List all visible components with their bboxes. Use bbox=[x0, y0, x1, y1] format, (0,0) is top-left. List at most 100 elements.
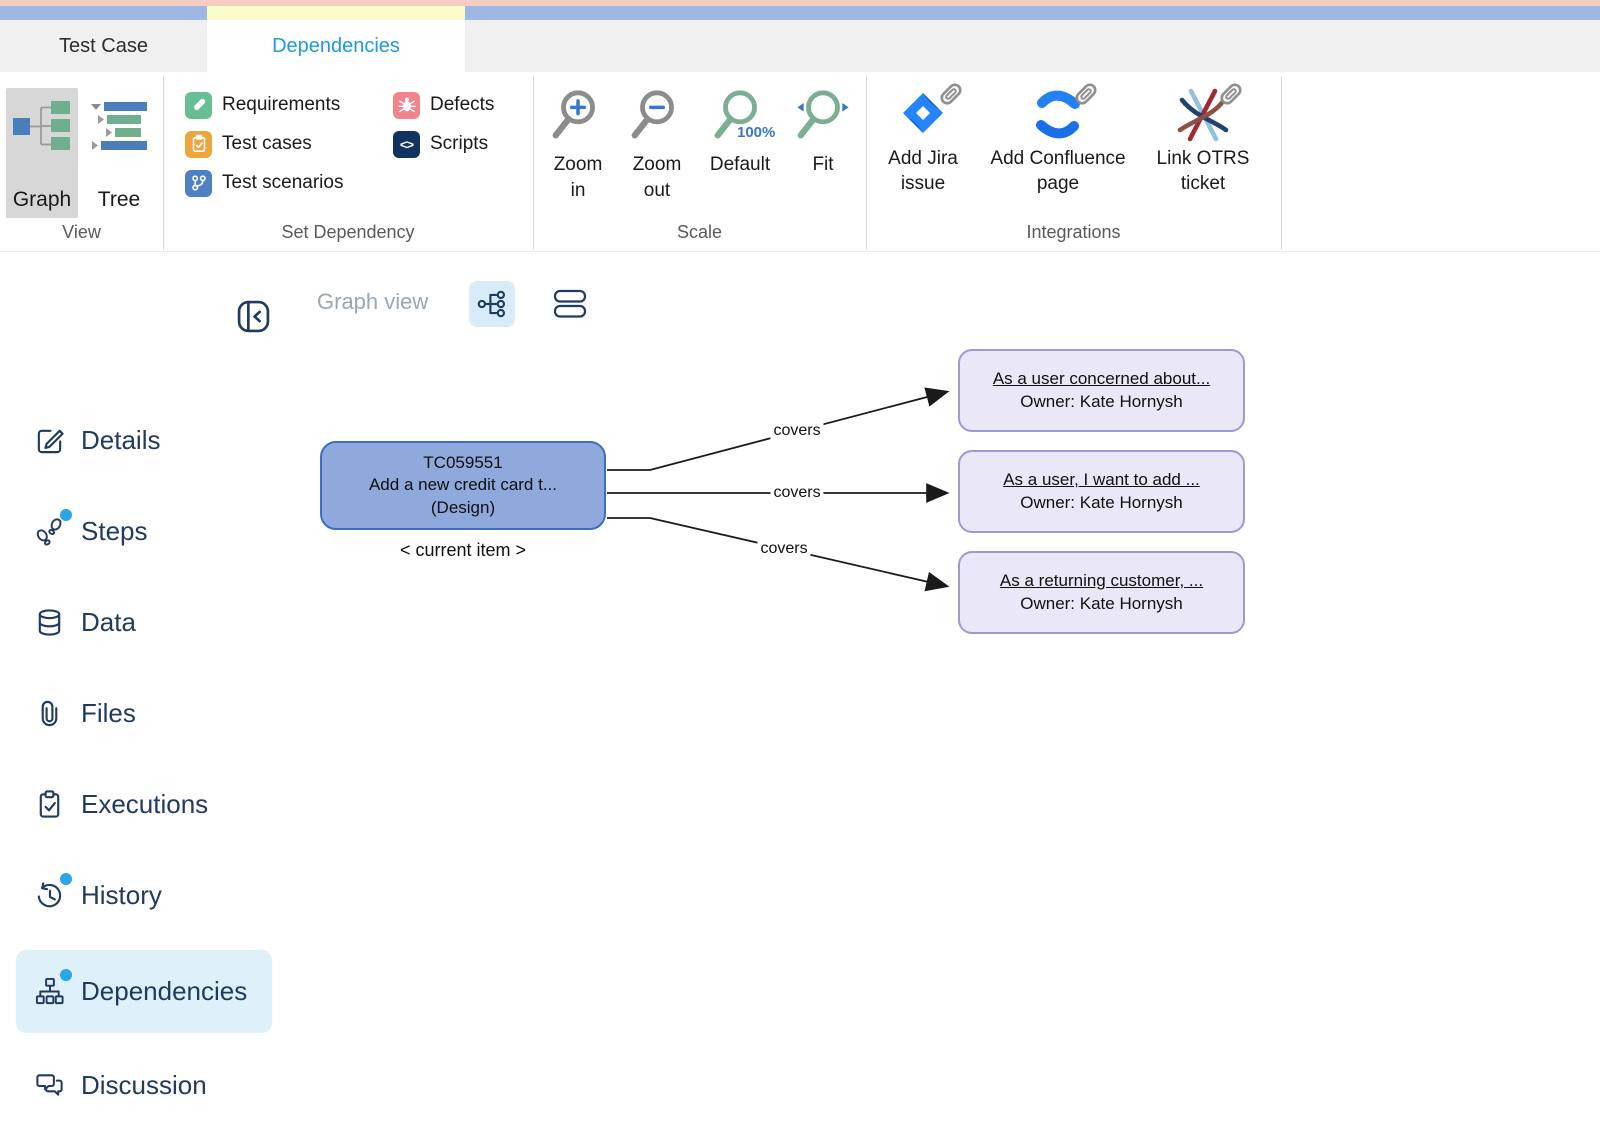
add-confluence-page-button[interactable]: Add Confluence page bbox=[985, 83, 1131, 196]
sidebar-item-discussion[interactable]: Discussion bbox=[33, 1063, 207, 1107]
graph-view-toggle-icon bbox=[477, 290, 506, 318]
sidebar-item-label: Discussion bbox=[81, 1069, 207, 1100]
sidebar-item-label: Steps bbox=[81, 515, 148, 546]
zoom-in-label: Zoom in bbox=[553, 154, 603, 201]
sidebar-item-label: Details bbox=[81, 424, 161, 455]
current-item-status: (Design) bbox=[430, 497, 496, 517]
collapse-panel-button[interactable] bbox=[236, 299, 271, 334]
sidebar-item-label: History bbox=[81, 879, 162, 910]
link-otrs-ticket-button[interactable]: Link OTRS ticket bbox=[1145, 83, 1261, 196]
group-label-integrations: Integrations bbox=[1026, 222, 1121, 242]
ribbon-divider bbox=[866, 76, 867, 250]
paperclip-icon bbox=[1220, 83, 1242, 105]
set-dependency-test-scenarios[interactable]: Test scenarios bbox=[185, 169, 343, 197]
test-cases-label: Test cases bbox=[222, 133, 312, 154]
graph-view-button[interactable]: Graph bbox=[6, 88, 78, 218]
current-item-title: Add a new credit card t... bbox=[368, 475, 558, 495]
top-pink-strip bbox=[0, 0, 1600, 6]
sidebar-item-data[interactable]: Data bbox=[33, 600, 136, 644]
sidebar-item-label: Files bbox=[81, 697, 136, 728]
paperclip-icon bbox=[33, 697, 65, 729]
scripts-icon: <> bbox=[393, 130, 420, 158]
active-tab-accent-strip bbox=[207, 6, 465, 20]
sidebar-item-files[interactable]: Files bbox=[33, 691, 136, 735]
jira-icon bbox=[894, 83, 962, 144]
dependency-node-title[interactable]: As a user concerned about... bbox=[992, 369, 1211, 388]
dependencies-badge bbox=[60, 969, 72, 981]
graph-view-toggle[interactable] bbox=[469, 281, 515, 327]
zoom-out-button[interactable]: Zoom out bbox=[618, 88, 696, 203]
requirements-label: Requirements bbox=[222, 94, 341, 115]
zoom-fit-button[interactable]: Fit bbox=[784, 88, 862, 178]
test-scenarios-label: Test scenarios bbox=[222, 172, 344, 193]
zoom-default-icon: 100% bbox=[711, 88, 775, 151]
dependency-node-2[interactable]: As a user, I want to add ... Owner: Kate… bbox=[958, 450, 1245, 533]
dependency-node-title[interactable]: As a returning customer, ... bbox=[999, 571, 1204, 590]
sidebar-item-label: Executions bbox=[81, 788, 209, 819]
zoom-out-label: Zoom out bbox=[632, 154, 682, 201]
group-label-set-dependency: Set Dependency bbox=[281, 222, 415, 242]
graph-button-icon bbox=[11, 98, 73, 159]
collapse-panel-icon bbox=[237, 300, 270, 333]
zoom-default-label: Default bbox=[709, 154, 771, 175]
otrs-icon bbox=[1174, 83, 1242, 144]
zoom-in-button[interactable]: Zoom in bbox=[539, 88, 617, 203]
ribbon-divider bbox=[163, 76, 164, 250]
sidebar-item-details[interactable]: Details bbox=[33, 418, 160, 462]
details-icon bbox=[33, 424, 65, 456]
add-jira-issue-label: Add Jira issue bbox=[888, 148, 958, 194]
zoom-default-button[interactable]: 100% Default bbox=[701, 88, 779, 178]
zoom-in-icon bbox=[549, 88, 607, 151]
requirements-icon bbox=[185, 91, 212, 119]
tab-dependencies[interactable]: Dependencies bbox=[207, 20, 465, 72]
add-jira-issue-button[interactable]: Add Jira issue bbox=[880, 83, 966, 196]
discussion-bubbles-icon bbox=[33, 1069, 65, 1101]
sidebar-item-dependencies[interactable]: Dependencies bbox=[33, 969, 247, 1013]
dependency-node-3[interactable]: As a returning customer, ... Owner: Kate… bbox=[958, 551, 1245, 634]
add-confluence-page-label: Add Confluence page bbox=[990, 148, 1126, 194]
set-dependency-defects[interactable]: Defects bbox=[393, 91, 494, 119]
history-clock-icon bbox=[33, 873, 72, 911]
ribbon-tab-bar: Test Case Dependencies bbox=[0, 20, 1600, 72]
sidebar-item-executions[interactable]: Executions bbox=[33, 782, 208, 826]
tree-button-label: Tree bbox=[97, 188, 141, 211]
set-dependency-test-cases[interactable]: Test cases bbox=[185, 130, 312, 158]
dependency-node-1[interactable]: As a user concerned about... Owner: Kate… bbox=[958, 349, 1245, 432]
sidebar-item-history[interactable]: History bbox=[33, 873, 162, 917]
panel-title: Graph view bbox=[317, 289, 429, 314]
dependency-node-owner: Owner: Kate Hornysh bbox=[1020, 493, 1183, 512]
zoom-level-value: 100% bbox=[737, 124, 776, 141]
current-item-node[interactable]: TC059551 Add a new credit card t... (Des… bbox=[320, 441, 606, 530]
tree-button-icon bbox=[88, 98, 150, 159]
set-dependency-scripts[interactable]: <> Scripts bbox=[393, 130, 488, 158]
paperclip-icon bbox=[1075, 83, 1097, 105]
paperclip-icon bbox=[940, 83, 962, 105]
ribbon-divider bbox=[1281, 76, 1282, 250]
test-scenarios-icon bbox=[185, 169, 212, 197]
steps-icon bbox=[33, 509, 72, 547]
list-view-toggle-icon bbox=[553, 289, 587, 318]
sidebar-item-label: Data bbox=[81, 606, 136, 637]
group-label-scale: Scale bbox=[676, 222, 723, 242]
tree-view-button[interactable]: Tree bbox=[86, 88, 152, 218]
edge-label-covers: covers bbox=[757, 540, 811, 558]
defects-icon bbox=[393, 91, 420, 119]
graph-button-label: Graph bbox=[12, 188, 72, 211]
zoom-fit-icon bbox=[794, 88, 852, 151]
dependencies-tree-icon bbox=[33, 969, 72, 1007]
sidebar-item-label: Dependencies bbox=[81, 975, 248, 1006]
list-view-toggle[interactable] bbox=[549, 288, 591, 320]
steps-badge bbox=[60, 509, 72, 521]
zoom-fit-label: Fit bbox=[812, 154, 834, 175]
test-cases-icon bbox=[185, 130, 212, 158]
set-dependency-requirements[interactable]: Requirements bbox=[185, 91, 340, 119]
tab-test-case[interactable]: Test Case bbox=[59, 34, 148, 57]
history-badge bbox=[60, 873, 72, 885]
current-item-id: TC059551 bbox=[423, 452, 503, 472]
database-icon bbox=[33, 606, 65, 638]
dependency-node-title[interactable]: As a user, I want to add ... bbox=[1003, 470, 1200, 489]
scripts-label: Scripts bbox=[430, 133, 489, 154]
sidebar-item-steps[interactable]: Steps bbox=[33, 509, 148, 553]
defects-label: Defects bbox=[430, 94, 495, 115]
link-otrs-ticket-label: Link OTRS ticket bbox=[1156, 148, 1250, 194]
